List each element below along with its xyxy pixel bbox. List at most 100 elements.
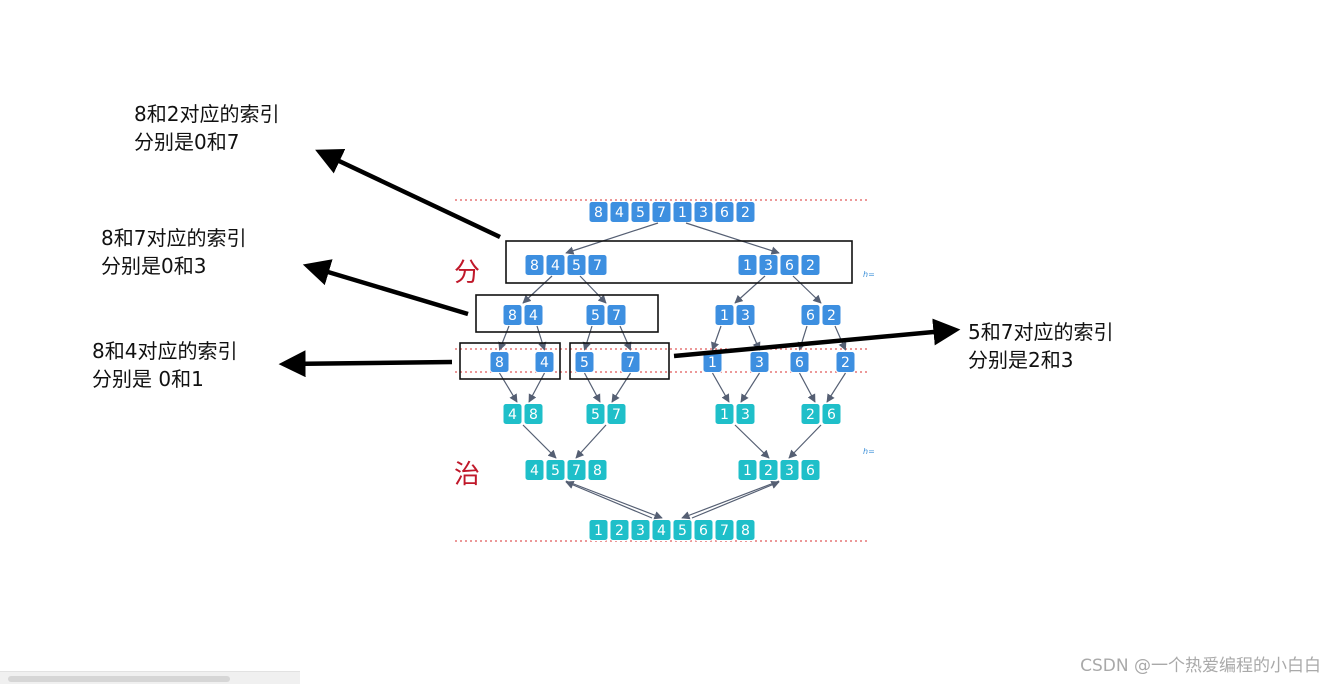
divide-cell (800, 254, 821, 276)
divide-cell-value: 1 (708, 355, 717, 371)
divide-cell (835, 351, 856, 373)
flow-arrow (498, 325, 510, 351)
flow-arrow (788, 424, 822, 459)
conquer-cell (651, 519, 672, 541)
divide-cell-value: 4 (540, 355, 549, 371)
flow-arrow (536, 325, 547, 351)
conquer-cell-value: 6 (806, 463, 815, 479)
divide-cell-value: 6 (720, 205, 729, 221)
conquer-cell (800, 403, 821, 425)
divide-cell (758, 254, 779, 276)
conquer-cell (524, 459, 545, 481)
divide-cell (524, 254, 545, 276)
divide-cell (587, 254, 608, 276)
divide-label: 分 (454, 258, 481, 288)
flow-arrow (579, 275, 607, 304)
flow-arrow (798, 372, 816, 403)
flow-arrow (565, 481, 653, 519)
horizontal-scrollbar[interactable] (0, 671, 300, 684)
divide-cell-value: 1 (720, 308, 729, 324)
divide-cell-value: 8 (594, 205, 603, 221)
flow-arrow (522, 275, 553, 304)
divide-cell-value: 3 (699, 205, 708, 221)
divide-cell (789, 351, 810, 373)
divide-cell-value: 2 (741, 205, 750, 221)
flow-arrow (522, 424, 557, 459)
divide-cell-value: 2 (827, 308, 836, 324)
flow-arrow (611, 372, 632, 403)
divide-cell (534, 351, 555, 373)
flow-arrow (619, 325, 632, 351)
annotation-note-8-4: 8和4对应的索引 分别是 0和1 (92, 337, 237, 393)
conquer-cell-value: 3 (636, 523, 645, 539)
annotation-line: 8和7对应的索引 (101, 226, 247, 250)
conquer-cell-value: 4 (530, 463, 539, 479)
divide-cell-value: 1 (743, 258, 752, 274)
conquer-cell-value: 2 (764, 463, 773, 479)
divide-cell (779, 254, 800, 276)
divide-cell (714, 304, 735, 326)
divide-cell-value: 4 (615, 205, 624, 221)
conquer-cell (714, 403, 735, 425)
conquer-cell (630, 519, 651, 541)
conquer-cell (672, 519, 693, 541)
divide-cell (502, 304, 523, 326)
conquer-label: 治 (454, 460, 481, 490)
conquer-cell (737, 459, 758, 481)
divide-cell-value: 3 (764, 258, 773, 274)
divide-cell-value: 8 (508, 308, 517, 324)
conquer-cell-value: 4 (657, 523, 666, 539)
annotation-note-8-7: 8和7对应的索引 分别是0和3 (101, 224, 246, 280)
flow-arrow (565, 480, 663, 520)
conquer-cell (735, 403, 756, 425)
divide-cell-value: 3 (741, 308, 750, 324)
divide-cell-value: 6 (795, 355, 804, 371)
conquer-cell-value: 5 (678, 523, 687, 539)
annotation-line: 分别是0和7 (134, 130, 240, 154)
divide-cell (672, 201, 693, 223)
divide-cell-value: 5 (636, 205, 645, 221)
divide-cell (489, 351, 510, 373)
flow-arrow (565, 222, 659, 255)
divide-cell-value: 8 (530, 258, 539, 274)
divide-cell-value: 7 (593, 258, 602, 274)
conquer-cell (566, 459, 587, 481)
divide-cell-value: 2 (841, 355, 850, 371)
flow-arrow (711, 325, 722, 351)
conquer-cell (693, 519, 714, 541)
divide-cell (737, 254, 758, 276)
divide-cell (735, 201, 756, 223)
divide-cell (693, 201, 714, 223)
conquer-cell-value: 2 (806, 407, 815, 423)
conquer-cell (545, 459, 566, 481)
divide-cell-value: 5 (572, 258, 581, 274)
divide-cell-value: 8 (495, 355, 504, 371)
annotation-note-8-2: 8和2对应的索引 分别是0和7 (134, 100, 279, 156)
divide-cell-value: 6 (806, 308, 815, 324)
scrollbar-thumb[interactable] (8, 676, 230, 682)
divide-cell (714, 201, 735, 223)
conquer-cell-value: 3 (741, 407, 750, 423)
divide-cell (630, 201, 651, 223)
divide-cell (620, 351, 641, 373)
conquer-cell-value: 6 (699, 523, 708, 539)
divide-cell-value: 4 (529, 308, 538, 324)
conquer-cell-value: 5 (591, 407, 600, 423)
conquer-cell (800, 459, 821, 481)
watermark: CSDN @一个热爱编程的小白白 (1080, 656, 1321, 676)
divide-cell-value: 4 (551, 258, 560, 274)
flow-arrow (582, 325, 593, 351)
divide-cell (545, 254, 566, 276)
tiny-mark: h= (863, 270, 875, 279)
divide-cell (606, 304, 627, 326)
tiny-mark: h= (863, 447, 875, 456)
divide-cell (800, 304, 821, 326)
divide-cell-value: 7 (626, 355, 635, 371)
divide-cell (749, 351, 770, 373)
divide-cell-value: 3 (755, 355, 764, 371)
conquer-cell-value: 1 (720, 407, 729, 423)
divide-cell (523, 304, 544, 326)
divide-cell (821, 304, 842, 326)
annotation-arrow (673, 318, 961, 359)
highlight-box (475, 294, 659, 333)
